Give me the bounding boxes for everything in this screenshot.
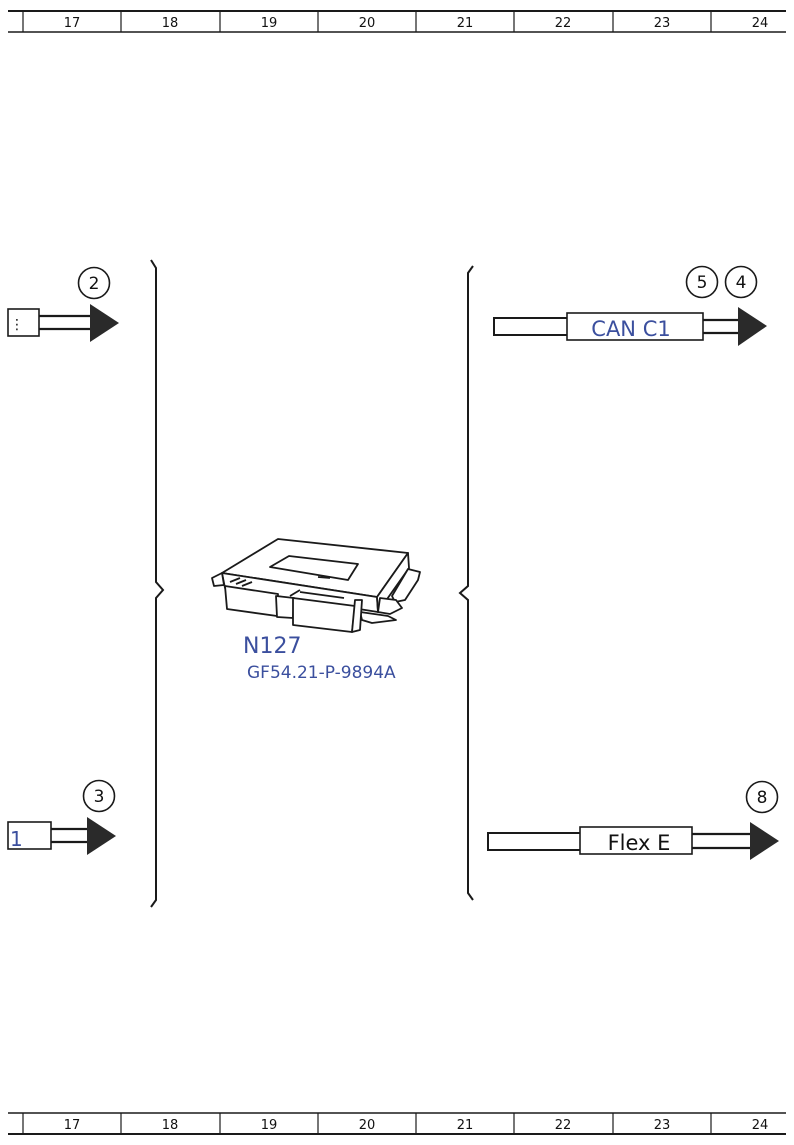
bottom-grid-ruler: 17 18 19 20 21 22 23 24 — [8, 1112, 786, 1135]
bus-label-flex-e: Flex E — [608, 831, 671, 855]
top-grid-ruler: 17 18 19 20 21 22 23 24 — [8, 10, 786, 33]
top-grid-col-19: 19 — [261, 16, 278, 31]
connector-box — [7, 308, 40, 337]
top-grid-col-23: 23 — [654, 16, 671, 31]
bottom-grid-col-21: 21 — [457, 1118, 474, 1133]
arrow-head-icon — [750, 822, 779, 860]
top-grid-col-20: 20 — [359, 16, 376, 31]
bottom-grid-col-19: 19 — [261, 1118, 278, 1133]
partial-connector-text: ⋮ — [10, 317, 24, 333]
bottom-grid-col-23: 23 — [654, 1118, 671, 1133]
connection-left-top: ⋮ 2 — [7, 266, 119, 342]
top-grid-col-18: 18 — [162, 16, 179, 31]
connection-left-bottom: 1 3 — [7, 779, 116, 855]
callout-circle — [724, 265, 758, 299]
component-ref: GF54.21-P-9894A — [247, 663, 396, 683]
bus-label-box — [579, 826, 693, 855]
bus-label-box — [566, 312, 704, 341]
connection-right-bottom: Flex E 8 — [487, 780, 779, 860]
callout-circle — [77, 266, 111, 300]
arrow-head-icon — [90, 304, 119, 342]
bottom-grid-col-20: 20 — [359, 1118, 376, 1133]
top-grid-col-24: 24 — [752, 16, 769, 31]
callout-number-5: 5 — [697, 273, 708, 293]
callout-number-4: 4 — [736, 273, 747, 293]
callout-number-8: 8 — [757, 788, 768, 808]
control-unit-icon — [211, 538, 421, 633]
callout-number-2: 2 — [89, 274, 100, 294]
bus-label-can-c1: CAN C1 — [591, 317, 670, 341]
bottom-grid-col-18: 18 — [162, 1118, 179, 1133]
arrow-head-icon — [738, 307, 767, 346]
callout-circle — [685, 265, 719, 299]
right-curly-brace — [458, 265, 474, 901]
arrow-head-icon — [87, 817, 116, 855]
bus-label-left-bottom: 1 — [10, 827, 23, 851]
callout-circle — [82, 779, 116, 813]
connector-box — [7, 821, 52, 850]
callout-number-3: 3 — [94, 787, 105, 807]
component-id: N127 — [243, 634, 301, 659]
left-curly-brace — [150, 259, 165, 908]
bottom-grid-col-22: 22 — [555, 1118, 572, 1133]
bottom-grid-col-17: 17 — [64, 1118, 81, 1133]
top-grid-col-22: 22 — [555, 16, 572, 31]
top-grid-col-21: 21 — [457, 16, 474, 31]
top-grid-col-17: 17 — [64, 16, 81, 31]
callout-circle — [745, 780, 779, 814]
connection-right-top: CAN C1 5 4 — [493, 265, 767, 346]
bottom-grid-col-24: 24 — [752, 1118, 769, 1133]
